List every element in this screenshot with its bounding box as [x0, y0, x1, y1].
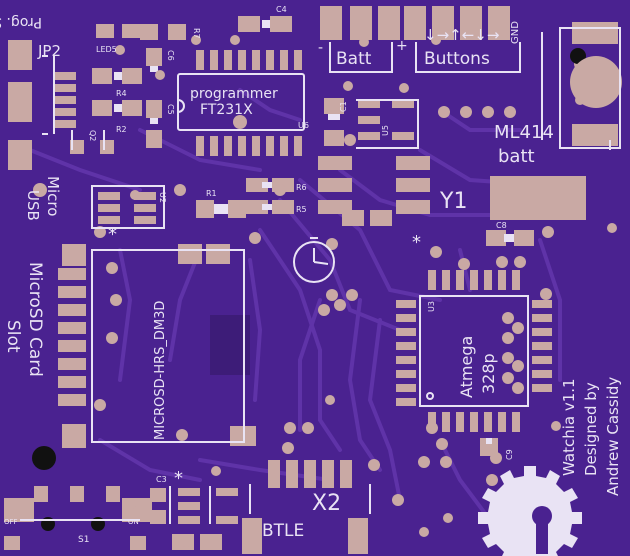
label-board-author: Andrew Cassidy: [604, 377, 622, 496]
label-u3: U3: [427, 301, 436, 312]
label-micro: Micro: [44, 176, 62, 216]
label-led5: LED5: [96, 45, 117, 54]
label-board-credit: Designed by: [582, 382, 600, 476]
label-microsd-part: MICROSD-HRS_DM3D: [153, 301, 168, 440]
label-batt-lower: batt: [498, 146, 535, 167]
label-atmega: Atmega: [457, 336, 476, 398]
label-batt-plus: +: [396, 38, 408, 54]
label-atmega-part: 328p: [479, 353, 498, 394]
mounting-hole-battery: [570, 48, 586, 64]
label-u6: U6: [298, 121, 309, 130]
label-c5: C5: [166, 104, 175, 115]
label-c3: C3: [156, 475, 167, 484]
label-r2: R2: [116, 125, 127, 134]
label-buttons: Buttons: [424, 49, 490, 69]
copper-traces: [28, 88, 562, 522]
label-ml414: ML414: [494, 122, 554, 143]
label-c6: C6: [166, 50, 175, 61]
silkscreen-text: Prog. Status JP2 LED5 R7 C6 R4 C5 R2 Q2 …: [0, 5, 622, 545]
label-prog-status: Prog. Status: [0, 14, 42, 30]
open-hardware-gear-icon: [478, 466, 582, 556]
label-btle: BTLE: [262, 521, 304, 541]
asterisk-mark-1: *: [108, 224, 117, 245]
component-bodies: [114, 20, 514, 444]
vias: [33, 35, 617, 547]
label-c9: C9: [505, 449, 514, 460]
label-off: OFF: [4, 518, 18, 526]
label-batt-minus: -: [318, 40, 323, 56]
label-ft231x: FT231X: [200, 102, 253, 118]
label-y1: Y1: [439, 189, 467, 214]
label-u2: U2: [158, 192, 167, 203]
mounting-hole-left: [32, 446, 56, 470]
label-r4: R4: [116, 89, 127, 98]
label-r7: R7: [192, 28, 201, 39]
label-c4: C4: [276, 5, 287, 14]
label-usb: USB: [24, 190, 42, 221]
label-slot: Slot: [3, 320, 23, 353]
asterisk-mark-2: *: [412, 232, 421, 253]
label-r5: R5: [296, 205, 307, 214]
label-programmer: programmer: [190, 86, 278, 102]
label-x2: X2: [312, 491, 341, 516]
label-button-arrows: ↓→↑←↓→: [424, 26, 499, 44]
label-u5: U5: [381, 125, 390, 136]
label-c8: C8: [496, 221, 507, 230]
clock-icon: [293, 237, 335, 283]
label-r1: R1: [206, 189, 217, 198]
asterisk-mark-3: *: [174, 468, 183, 489]
label-microsd-card: MicroSD Card: [25, 262, 45, 377]
ml414-battery-pad: [570, 56, 622, 108]
label-s1: S1: [78, 535, 89, 545]
label-q2: Q2: [88, 130, 97, 141]
label-batt: Batt: [336, 49, 372, 69]
label-c1: C1: [339, 101, 348, 112]
label-jp2: JP2: [37, 42, 61, 60]
label-board-title: Watchia v1.1: [560, 378, 578, 476]
label-on: ON: [128, 518, 139, 526]
label-gnd: GND: [510, 21, 521, 44]
silkscreen-outlines: [20, 27, 621, 524]
label-r6: R6: [296, 183, 307, 192]
